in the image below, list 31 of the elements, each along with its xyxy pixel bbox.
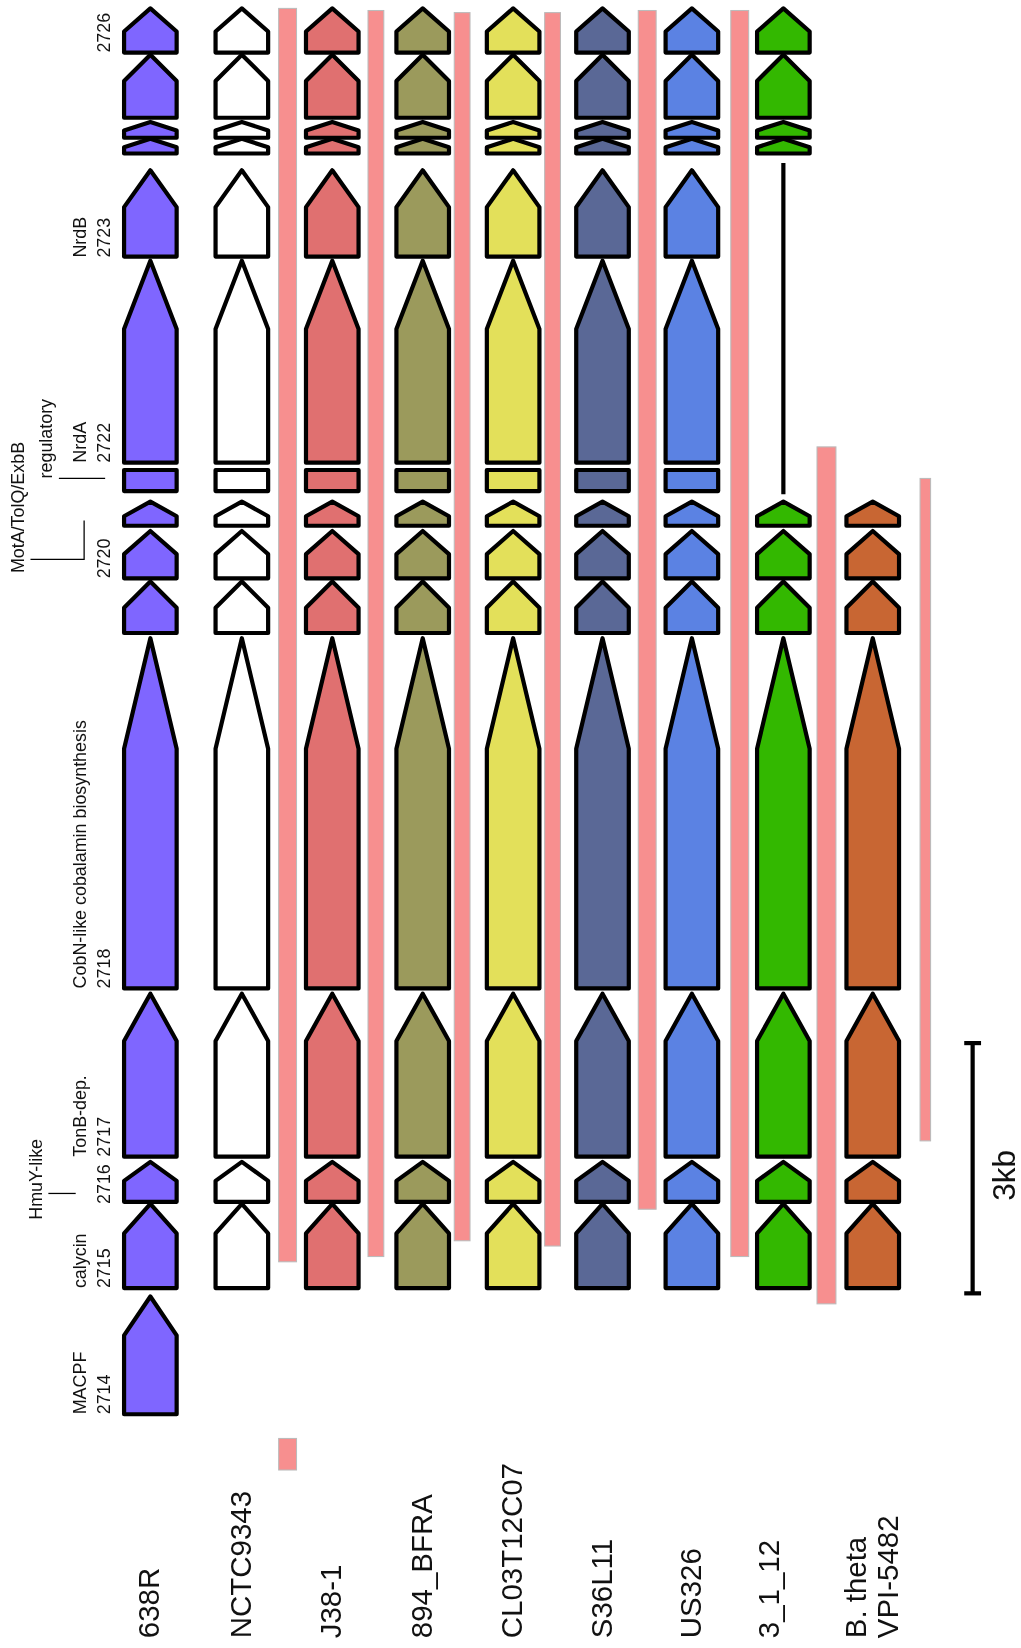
gene-label: 2723 bbox=[95, 217, 115, 258]
gene-label: 2718 bbox=[95, 948, 115, 989]
gene-label: 2717 bbox=[95, 1116, 115, 1157]
strain-name: 894_BFRA bbox=[406, 1494, 439, 1639]
leader-line bbox=[58, 477, 106, 480]
annotation-text: HmuY-like bbox=[27, 1138, 47, 1220]
strain-name: 3_1_12 bbox=[753, 1540, 786, 1639]
annotation-text: MotA/TolQ/ExbB bbox=[9, 441, 29, 574]
strain-name: 638R bbox=[134, 1567, 167, 1639]
strain-name: B. theta VPI-5482 bbox=[840, 1514, 906, 1639]
gene-label: CobN-like cobalamin biosynthesis bbox=[71, 720, 91, 989]
gene-label: 2722 bbox=[95, 422, 115, 463]
gene-label: 2726 bbox=[95, 12, 115, 53]
leader-line bbox=[29, 519, 85, 561]
strain-name: US326 bbox=[675, 1548, 709, 1639]
strain-name: J38-1 bbox=[316, 1564, 349, 1639]
strain-name: S36L11 bbox=[586, 1538, 619, 1639]
strain-name: NCTC9343 bbox=[225, 1490, 259, 1639]
gene-label: 2715 bbox=[95, 1248, 115, 1289]
gene-label: 2716 bbox=[95, 1164, 115, 1204]
scale-label: 3kb bbox=[986, 1149, 1021, 1201]
gene-label: 2714 bbox=[95, 1374, 115, 1415]
gene-label: MACPF bbox=[71, 1351, 91, 1415]
gene-label: TonB-dep. bbox=[71, 1075, 91, 1157]
gene-label: 2720 bbox=[95, 538, 115, 579]
gene-label: NrdB bbox=[71, 216, 91, 258]
gene-label: NrdA bbox=[71, 421, 91, 463]
gene-label: calycin bbox=[71, 1233, 91, 1289]
annotation-text: regulatory bbox=[37, 398, 58, 479]
leader-line bbox=[47, 1192, 77, 1195]
strain-name: CL03T12C07 bbox=[496, 1463, 530, 1639]
